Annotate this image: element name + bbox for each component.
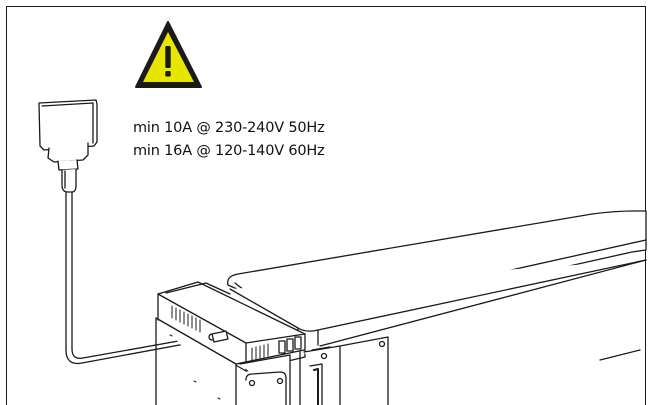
figure-frame: [6, 6, 646, 405]
warning-triangle-icon: [135, 21, 202, 88]
power-cable: [65, 191, 213, 365]
table-top: [227, 210, 647, 361]
power-inlet-ports: [208, 330, 302, 354]
power-requirement-120v: min 16A @ 120-140V 60Hz: [133, 143, 325, 159]
table-base: [155, 317, 389, 405]
vent-slots: [171, 305, 269, 361]
power-plug-icon: [38, 99, 98, 193]
power-requirement-230v: min 10A @ 230-240V 50Hz: [133, 120, 325, 136]
base-marks: [169, 334, 221, 400]
power-requirements: min 10A @ 230-240V 50Hz min 16A @ 120-14…: [133, 117, 325, 163]
